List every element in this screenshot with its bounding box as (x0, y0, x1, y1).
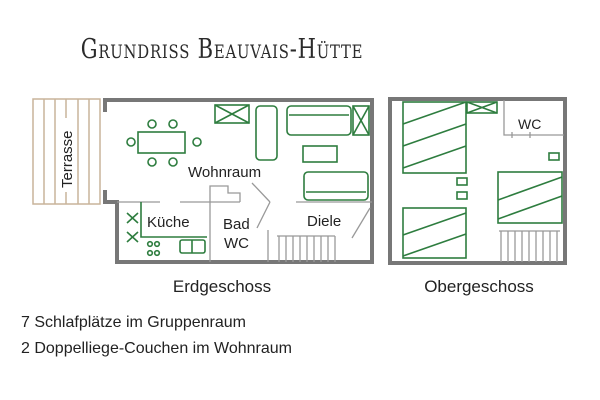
upper-floor-label: Obergeschoss (424, 277, 534, 296)
room-label-living: Wohnraum (188, 164, 261, 181)
upper-floor-walls (388, 97, 567, 265)
ground-floor-label: Erdgeschoss (173, 277, 271, 296)
plan-title: Grundriss Beauvais-Hütte (80, 34, 364, 65)
room-label-bath: Bad (223, 216, 250, 233)
terrace (32, 98, 101, 205)
room-label-terrace: Terrasse (59, 130, 76, 188)
upper-floor-beds (402, 101, 563, 259)
note-sleeping-places: 7 Schlafplätze im Gruppenraum (21, 314, 246, 331)
note-couches: 2 Doppelliege-Couchen im Wohnraum (21, 340, 292, 357)
ground-floor-walls (103, 98, 374, 264)
room-label-hall: Diele (307, 213, 341, 230)
stairs-upper (499, 230, 560, 262)
ground-floor-furniture (126, 104, 370, 257)
room-label-bath-wc: WC (224, 235, 249, 252)
room-label-kitchen: Küche (147, 214, 190, 231)
room-label-wc-upper: WC (518, 116, 541, 132)
stairs-ground (277, 235, 336, 262)
